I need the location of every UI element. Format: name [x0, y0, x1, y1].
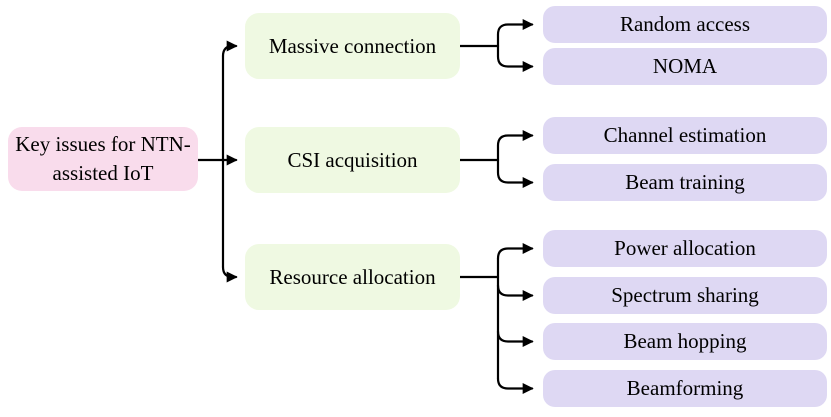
leaf-node-label: Random access: [619, 12, 751, 36]
leaf-node-label: Beam training: [625, 170, 745, 194]
leaf-node-noma: NOMA: [543, 48, 827, 85]
branch-node-massive-connection: Massive connection: [245, 13, 460, 79]
leaf-node-label: NOMA: [652, 54, 718, 78]
arrow-resource-to-beamforming: [496, 377, 534, 394]
arrow-massive-to-random-access: [496, 19, 534, 48]
leaf-node-beam-hopping: Beam hopping: [543, 323, 827, 360]
leaf-node-label: Channel estimation: [603, 123, 767, 147]
leaf-node-label: Spectrum sharing: [611, 283, 759, 307]
leaf-node-label: Beamforming: [626, 376, 744, 400]
arrow-trunk-to-resource: [221, 265, 238, 283]
arrow-massive-to-noma: [496, 44, 534, 72]
leaf-node-random-access: Random access: [543, 6, 827, 43]
branch-node-label: Massive connection: [268, 33, 437, 58]
branch-node-label: Resource allocation: [269, 264, 436, 289]
leaf-node-label: Power allocation: [614, 236, 756, 260]
branch-node-resource-allocation: Resource allocation: [245, 244, 460, 310]
branch-node-label: CSI acquisition: [287, 147, 418, 172]
arrow-trunk-to-massive: [221, 40, 238, 58]
arrow-csi-to-beam-training: [496, 158, 534, 188]
leaf-node-channel-estimation: Channel estimation: [543, 117, 827, 154]
arrow-csi-to-channel-estimation: [496, 130, 534, 162]
leaf-node-beamforming: Beamforming: [543, 370, 827, 407]
leaf-node-power-allocation: Power allocation: [543, 230, 827, 267]
root-node-label: Key issues for NTN-assisted IoT: [15, 132, 191, 185]
leaf-node-spectrum-sharing: Spectrum sharing: [543, 277, 827, 314]
branch-node-csi-acquisition: CSI acquisition: [245, 127, 460, 193]
leaf-node-label: Beam hopping: [623, 329, 747, 353]
arrow-resource-to-beam-hopping: [496, 330, 534, 347]
arrow-resource-to-power-allocation: [496, 243, 534, 260]
arrow-resource-to-spectrum-sharing: [496, 284, 534, 301]
leaf-node-beam-training: Beam training: [543, 164, 827, 201]
root-node-key-issues: Key issues for NTN-assisted IoT: [8, 127, 198, 191]
